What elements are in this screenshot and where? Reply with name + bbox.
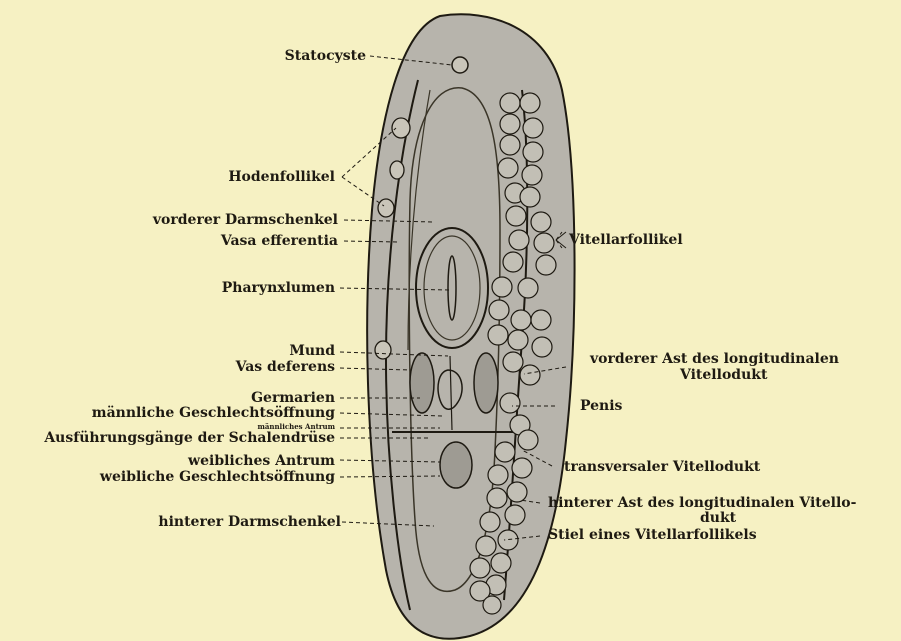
label-vas-deferens: Vas deferens bbox=[236, 360, 335, 374]
label-hinterer-darmschenkel: hinterer Darmschenkel bbox=[158, 515, 341, 529]
germarium-left bbox=[410, 353, 434, 413]
label-transversaler-vitellodukt: transversaler Vitellodukt bbox=[564, 460, 760, 474]
female-antrum bbox=[440, 442, 472, 488]
label-hinterer-ast-line1: hinterer Ast des longitudinalen Vitello- bbox=[548, 496, 856, 510]
label-hinterer-ast-line2: dukt bbox=[700, 511, 736, 525]
label-statocyste: Statocyste bbox=[285, 49, 366, 63]
statocyst bbox=[452, 57, 468, 73]
label-vorderer-darmschenkel: vorderer Darmschenkel bbox=[153, 213, 338, 227]
label-hodenfollikel: Hodenfollikel bbox=[228, 170, 335, 184]
label-weibliche-geschlechtsoeffnung: weibliche Geschlechtsöffnung bbox=[100, 470, 335, 484]
label-maennliche-geschlechtsoeffnung: männliche Geschlechtsöffnung bbox=[92, 406, 335, 420]
label-stiel: Stiel eines Vitellarfollikels bbox=[548, 528, 757, 542]
label-vitellarfollikel: Vitellarfollikel bbox=[569, 233, 683, 247]
label-vasa-efferentia: Vasa efferentia bbox=[221, 234, 338, 248]
label-penis: Penis bbox=[580, 399, 622, 413]
label-pharynxlumen: Pharynxlumen bbox=[222, 281, 335, 295]
label-vorderer-ast-line2: Vitellodukt bbox=[680, 368, 767, 382]
label-germarien: Germarien bbox=[251, 391, 335, 405]
germarium-right bbox=[474, 353, 498, 413]
label-weibliches-antrum: weibliches Antrum bbox=[188, 454, 335, 468]
label-mund: Mund bbox=[289, 344, 335, 358]
label-vorderer-ast-line1: vorderer Ast des longitudinalen bbox=[590, 352, 839, 366]
label-maennliches-antrum: männliches Antrum bbox=[257, 423, 335, 430]
label-ausfuehrungsgaenge: Ausführungsgänge der Schalendrüse bbox=[44, 431, 335, 445]
